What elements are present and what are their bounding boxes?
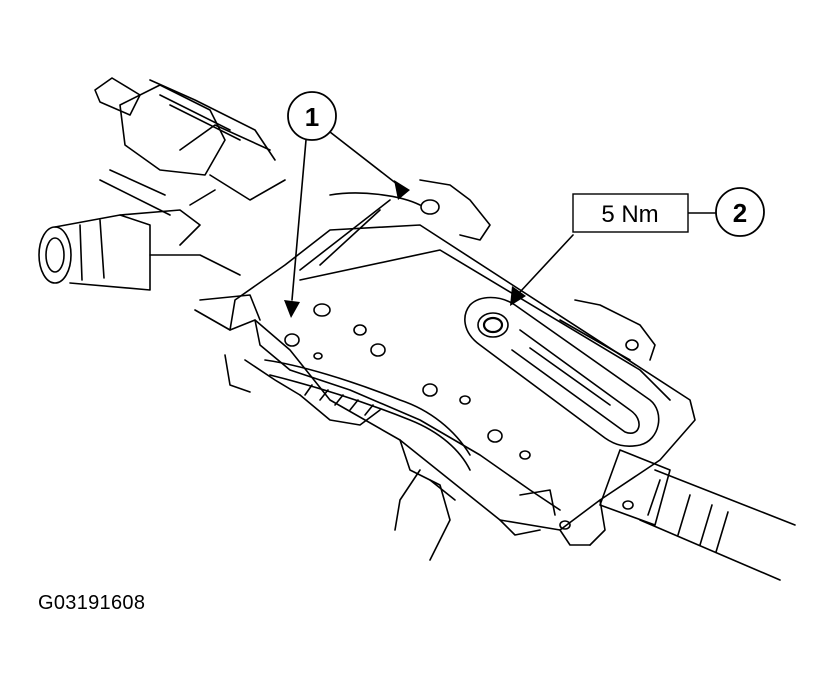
callout-2-label: 2 bbox=[733, 198, 747, 228]
arrowheads bbox=[284, 180, 526, 318]
adjustment-slot bbox=[464, 296, 660, 447]
callout-2-circle bbox=[715, 187, 765, 237]
upper-bracket-tab bbox=[299, 179, 491, 271]
leader-lines bbox=[291, 131, 717, 301]
key-cylinder bbox=[38, 209, 241, 291]
bolt bbox=[477, 312, 509, 338]
arrowhead-1a bbox=[284, 300, 300, 318]
callout-1: 1 bbox=[287, 91, 337, 141]
lock-housing bbox=[94, 77, 286, 216]
callout-2: 2 bbox=[715, 187, 765, 237]
callout-1-label: 1 bbox=[305, 102, 319, 132]
torque-callout: 5 Nm bbox=[572, 193, 689, 233]
bracket-web-ribs bbox=[264, 359, 471, 471]
figure-id: G03191608 bbox=[38, 592, 146, 614]
bracket-holes bbox=[284, 303, 639, 530]
lower-shaft bbox=[599, 449, 796, 581]
column-bracket bbox=[194, 224, 696, 561]
callout-1-circle bbox=[287, 91, 337, 141]
arrowhead-2 bbox=[510, 286, 526, 306]
arrowhead-1b bbox=[394, 180, 410, 200]
torque-value: 5 Nm bbox=[601, 201, 658, 228]
torque-box bbox=[572, 193, 689, 233]
